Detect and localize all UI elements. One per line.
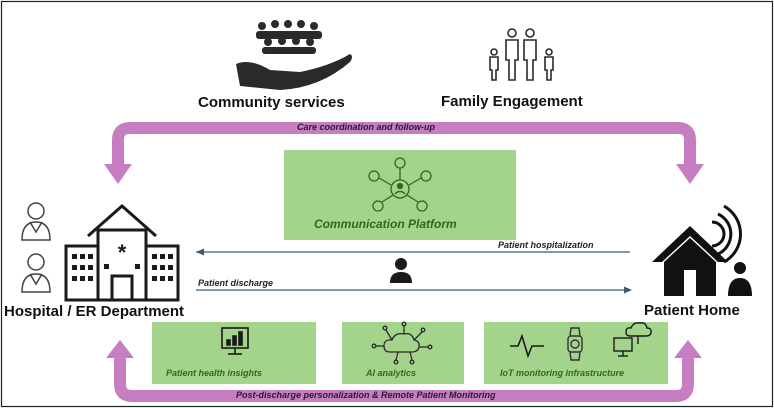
patient-health-insights-label: Patient health insights [166, 368, 263, 378]
ai-analytics-label: AI analytics [366, 368, 417, 378]
post-discharge-label: Post-discharge personalization & Remote … [236, 390, 496, 400]
network-icon [368, 157, 432, 212]
patient-hospitalization-label: Patient hospitalization [498, 240, 594, 250]
patient-discharge-label: Patient discharge [198, 278, 274, 288]
cloud-computer-icon [613, 322, 652, 357]
post-discharge-arc [106, 340, 702, 402]
family-engagement-label: Family Engagement [441, 93, 583, 110]
doctor-icon [21, 202, 51, 293]
patient-hospitalization-arrow [196, 248, 630, 256]
patient-discharge-arrow [196, 286, 632, 294]
home-wifi-icon [652, 204, 752, 296]
care-coordination-label: Care coordination and follow-up [297, 122, 435, 132]
family-icon [489, 28, 554, 81]
hospital-windows [72, 254, 173, 281]
monitor-chart-icon [221, 327, 249, 355]
heartbeat-icon [510, 333, 544, 359]
communication-platform-box [284, 150, 516, 240]
communication-platform-label: Communication Platform [314, 217, 457, 231]
community-services-label: Community services [198, 94, 345, 111]
people-in-hand-icon [236, 20, 352, 90]
svg-text:*: * [118, 240, 127, 265]
patient-health-insights-box [152, 322, 316, 384]
cloud-ai-icon [371, 321, 433, 365]
care-coordination-arc [104, 122, 704, 184]
smartwatch-icon [567, 327, 583, 361]
iot-monitoring-label: IoT monitoring infrastructure [500, 368, 625, 378]
patient-icon [390, 258, 412, 283]
hospital-icon: * [64, 203, 180, 302]
patient-home-label: Patient Home [644, 302, 740, 319]
hospital-label: Hospital / ER Department [4, 303, 185, 320]
ai-analytics-box [342, 322, 464, 384]
iot-monitoring-box [484, 322, 668, 384]
